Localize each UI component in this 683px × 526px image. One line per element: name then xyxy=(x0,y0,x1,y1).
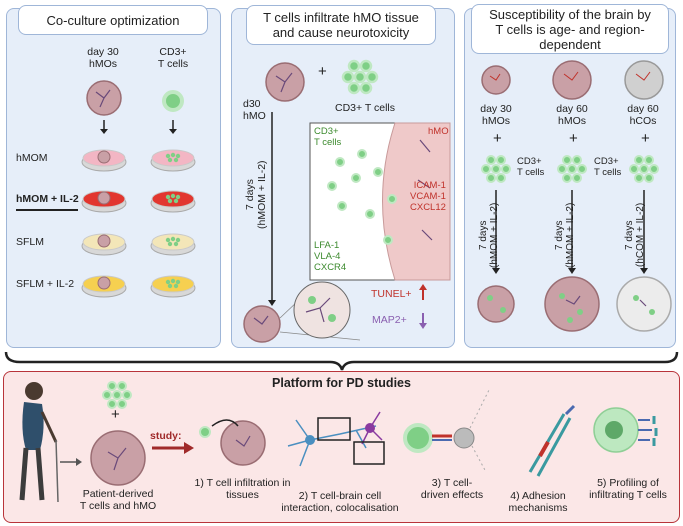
tcell-cluster-icon xyxy=(341,59,379,95)
cd3-label-1: CD3+ T cells xyxy=(517,156,545,178)
row-label-sflm: SFLM xyxy=(16,236,45,248)
cd3-label-2: CD3+ T cells xyxy=(594,156,622,178)
row-label-sflm-il2: SFLM + IL-2 xyxy=(16,278,75,290)
tcell-icon xyxy=(162,90,184,112)
plus-sign: + xyxy=(111,406,120,423)
col-d60-hmo-label: day 60 hMOs xyxy=(556,103,588,127)
petri-dish-icon xyxy=(150,275,196,298)
col-tcells-label: CD3+ T cells xyxy=(157,46,189,70)
map2-label: MAP2+ xyxy=(372,314,407,326)
tunel-label: TUNEL+ xyxy=(371,288,412,300)
organoid-icon xyxy=(220,420,266,466)
patient-icon xyxy=(19,382,59,503)
plus-sign: + xyxy=(493,130,502,147)
panel-infiltration-title: T cells infiltrate hMO tissue and cause … xyxy=(246,5,436,45)
plus-sign: + xyxy=(318,63,327,80)
d30-hmo-label: d30 hMO xyxy=(243,98,266,122)
inset-hmo-label: hMO xyxy=(428,126,449,137)
step-5-label: 5) Profiling of infiltrating T cells xyxy=(589,477,667,501)
row-label-hmom-il2: hMOM + IL-2 xyxy=(16,193,79,205)
col-hmos-label: day 30 hMOs xyxy=(87,46,119,70)
platform-title: Platform for PD studies xyxy=(272,376,411,390)
plus-sign: + xyxy=(641,130,650,147)
organoid-icon xyxy=(477,285,515,323)
inset-ligands: ICAM-1 VCAM-1 CXCL12 xyxy=(410,180,446,213)
inset-markers: LFA-1 VLA-4 CXCR4 xyxy=(314,240,347,273)
magnify-circle xyxy=(293,281,351,339)
petri-dish-icon xyxy=(150,149,196,172)
col-d60-hco-label: day 60 hCOs xyxy=(627,103,659,127)
petri-dish-icon xyxy=(81,275,127,298)
patient-derived-label: Patient-derived T cells and hMO xyxy=(79,488,157,512)
col-d30-hmo-label: day 30 hMOs xyxy=(480,103,512,127)
organoid-icon xyxy=(544,276,600,332)
step-4-label: 4) Adhesion mechanisms xyxy=(508,490,568,514)
petri-dish-icon xyxy=(81,233,127,256)
panel-coculture-title: Co-culture optimization xyxy=(18,5,208,35)
petri-dish-icon xyxy=(81,190,127,213)
row-label-hmom: hMOM xyxy=(16,152,48,164)
study-label: study: xyxy=(150,430,182,442)
row-divider xyxy=(16,209,78,211)
panel-susceptibility-title: Susceptibility of the brain by T cells i… xyxy=(471,4,669,54)
step-2-label: 2) T cell-brain cell interaction, coloca… xyxy=(281,490,399,514)
plus-sign: + xyxy=(569,130,578,147)
cd3-tcells-label: CD3+ T cells xyxy=(335,102,396,114)
inset-tcells-label: CD3+ T cells xyxy=(314,126,342,148)
step-1-label: 1) T cell infiltration in tissues xyxy=(194,477,291,501)
step-3-label: 3) T cell- driven effects xyxy=(420,477,484,501)
petri-dish-icon xyxy=(150,233,196,256)
petri-dish-icon xyxy=(150,190,196,213)
bracket xyxy=(4,351,679,371)
petri-dish-icon xyxy=(81,149,127,172)
